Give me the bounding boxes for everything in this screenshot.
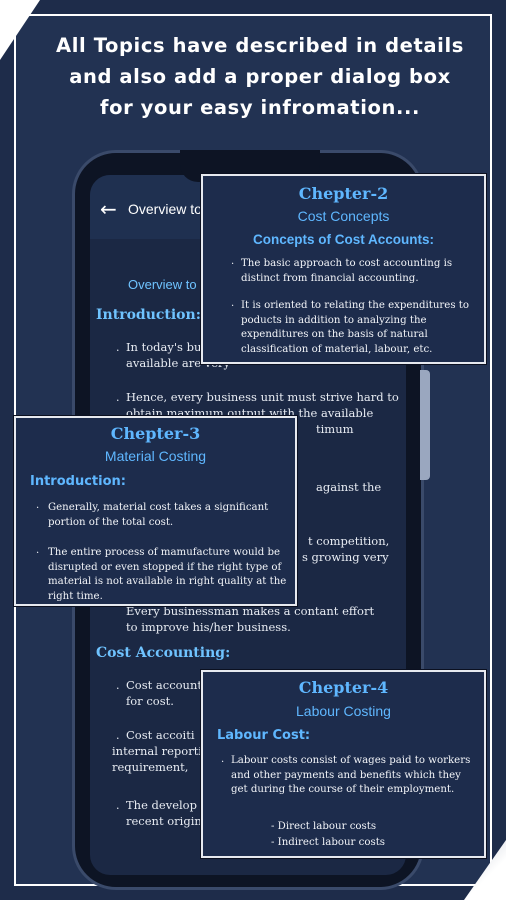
- bullet-icon: .: [36, 500, 40, 511]
- bullet-icon: .: [231, 298, 235, 309]
- intro-line: against the: [316, 480, 382, 494]
- bullet-icon: .: [116, 391, 120, 404]
- dialog-list-item: - Direct labour costs: [271, 821, 377, 832]
- dialog-list-item: - Indirect labour costs: [271, 837, 386, 848]
- dialog-title: Chepter-2: [298, 184, 389, 203]
- bullet-icon: .: [221, 754, 225, 765]
- intro-line: s growing very: [302, 550, 389, 564]
- intro-line: Hence, every business unit must strive h…: [126, 390, 399, 404]
- bullet-icon: .: [36, 545, 40, 556]
- dialog-paragraph: It is oriented to relating the expenditu…: [241, 300, 470, 355]
- phone-side-button: [420, 370, 430, 480]
- dialog-paragraph: Labour costs consist of wages paid to wo…: [231, 755, 471, 795]
- cost-line: internal reporti: [112, 744, 202, 758]
- dialog-subtitle: Labour Costing: [296, 703, 391, 719]
- dialog-chapter-3[interactable]: Chepter-3 Material Costing Introduction:…: [14, 416, 297, 606]
- app-bar-title: Overview to: [128, 201, 202, 217]
- cost-line: for cost.: [126, 694, 174, 708]
- headline-line-3: for your easy infromation...: [99, 96, 421, 119]
- dialog-chapter-4[interactable]: Chepter-4 Labour Costing Labour Cost: . …: [201, 670, 486, 858]
- intro-line: to improve his/her business.: [126, 620, 291, 634]
- cost-line: Cost accounti: [126, 678, 206, 692]
- bullet-icon: .: [116, 799, 120, 812]
- headline-line-2: and also add a proper dialog box: [69, 65, 451, 88]
- headline-line-1: All Topics have described in details: [56, 34, 464, 57]
- cost-line: Cost accoiti: [126, 728, 195, 742]
- intro-line: Every businessman makes a contant effort: [126, 604, 375, 618]
- intro-line: In today's bus: [126, 340, 208, 354]
- screen-subtitle: Overview to: [128, 277, 197, 292]
- section-introduction: Introduction:: [96, 307, 201, 323]
- dialog-paragraph: The basic approach to cost accounting is…: [241, 258, 453, 284]
- dialog-title: Chepter-3: [110, 424, 201, 443]
- dialog-chapter-2[interactable]: Chepter-2 Cost Concepts Concepts of Cost…: [201, 174, 486, 364]
- dialog-paragraph: Generally, material cost takes a signifi…: [48, 502, 269, 528]
- cost-line: requirement,: [112, 760, 189, 774]
- intro-line: timum: [316, 422, 354, 436]
- promo-headline: All Topics have described in details and…: [40, 30, 480, 123]
- bullet-icon: .: [116, 679, 120, 692]
- dialog-paragraph: The entire process of mamufacture would …: [48, 547, 287, 602]
- bullet-icon: .: [116, 341, 120, 354]
- dialog-subtitle: Cost Concepts: [297, 208, 390, 224]
- cost-line: recent origin.: [126, 814, 206, 828]
- dialog-section-title: Introduction:: [30, 474, 126, 489]
- section-cost-accounting: Cost Accounting:: [96, 645, 231, 661]
- dialog-subtitle: Material Costing: [104, 448, 207, 464]
- bullet-icon: .: [116, 729, 120, 742]
- dialog-section-title: Labour Cost:: [217, 728, 311, 743]
- paper-corner-top-left: [0, 0, 40, 60]
- back-arrow-icon[interactable]: ←: [100, 197, 117, 221]
- dialog-section-title: Concepts of Cost Accounts:: [252, 232, 434, 247]
- bullet-icon: .: [231, 256, 235, 267]
- intro-line: t competition,: [308, 534, 390, 548]
- cost-line: The develop: [126, 798, 197, 812]
- dialog-title: Chepter-4: [298, 678, 389, 697]
